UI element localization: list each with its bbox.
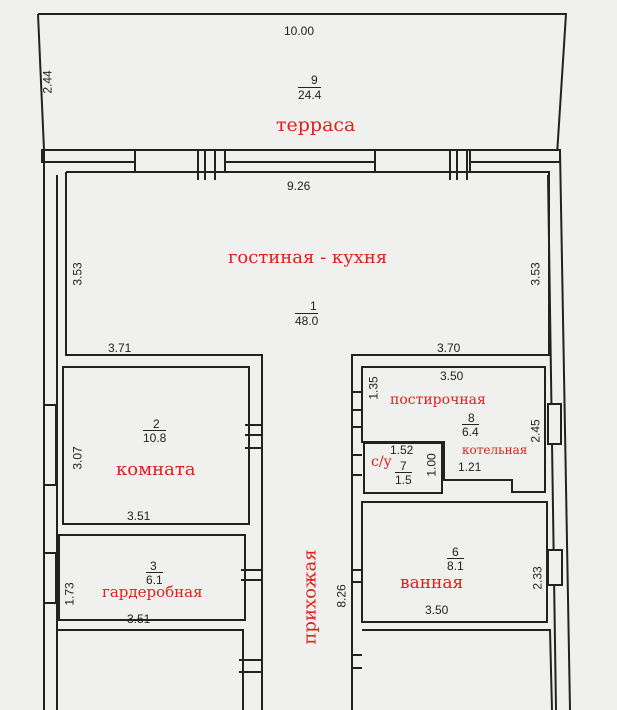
room-bottom-left-outline [57,629,244,710]
dim-hall-length: 8.26 [334,584,349,608]
dim-living-bottom-right: 3.70 [437,341,461,355]
room-2-area: 10.8 [143,430,167,445]
room-7-number: 7 [400,459,407,473]
window-left-room2 [43,404,57,486]
window-top-left [134,149,226,173]
label-wardrobe: гардеробная [102,583,203,601]
dim-room-height: 3.07 [70,446,85,470]
room-8-outline [361,366,546,493]
terrace-outline [37,13,568,156]
exterior-wall-top [41,149,561,163]
dim-terrace-width: 10.00 [284,24,315,38]
dim-laundry-left: 1.35 [366,376,381,400]
label-room: комната [116,459,196,480]
label-hallway: прихожая [299,549,321,645]
dim-wardrobe-width: 3.51 [127,612,151,626]
room-2-number: 2 [153,417,160,431]
door-ticks [239,391,362,673]
label-laundry: постирочная [390,392,486,408]
dim-bath-height: 2.33 [530,566,545,590]
room-3-number: 3 [150,559,157,573]
room-8-number: 8 [468,411,475,425]
room-8-area: 6.4 [462,424,479,439]
label-wc: с/у [371,454,392,470]
dim-wc-width: 1.52 [390,443,414,457]
room-6-number: 6 [452,545,459,559]
dim-laundry-top: 3.50 [440,369,464,383]
dim-living-right: 3.53 [528,262,543,286]
room-6-area: 8.1 [447,558,464,573]
room-3-area: 6.1 [146,572,163,587]
living-room-outline [65,171,550,710]
dim-wardrobe-height: 1.73 [62,582,77,606]
room-bottom-right-outline [362,629,553,710]
window-top-right [374,149,471,173]
dim-living-bottom-left: 3.71 [108,341,132,355]
label-living-kitchen: гостиная - кухня [228,247,388,268]
room-9-number: 9 [311,73,318,87]
dim-laundry-right: 2.45 [528,419,543,443]
dim-living-left: 3.53 [70,262,85,286]
window-left-room3 [43,552,57,604]
dim-room-width: 3.51 [127,509,151,523]
room-9-area: 24.4 [298,87,322,102]
label-terrace: терраса [276,114,356,136]
room-7-outline [363,442,443,494]
label-bathroom: ванная [400,573,464,593]
window-right-bath [547,549,563,586]
dim-wc-height: 1.00 [424,453,439,477]
dim-bath-width: 3.50 [425,603,449,617]
room-3-outline [58,534,246,621]
room-7-area: 1.5 [395,472,412,487]
window-right-laundry [547,403,562,445]
dim-terrace-depth: 2.44 [40,70,55,94]
room-1-number: 1 [310,299,317,313]
dim-living-width: 9.26 [287,179,311,193]
room-2-outline [62,366,250,525]
dim-laundry-inner: 1.21 [458,460,482,474]
label-boiler: котельная [462,443,528,457]
room-1-area: 48.0 [295,313,319,328]
